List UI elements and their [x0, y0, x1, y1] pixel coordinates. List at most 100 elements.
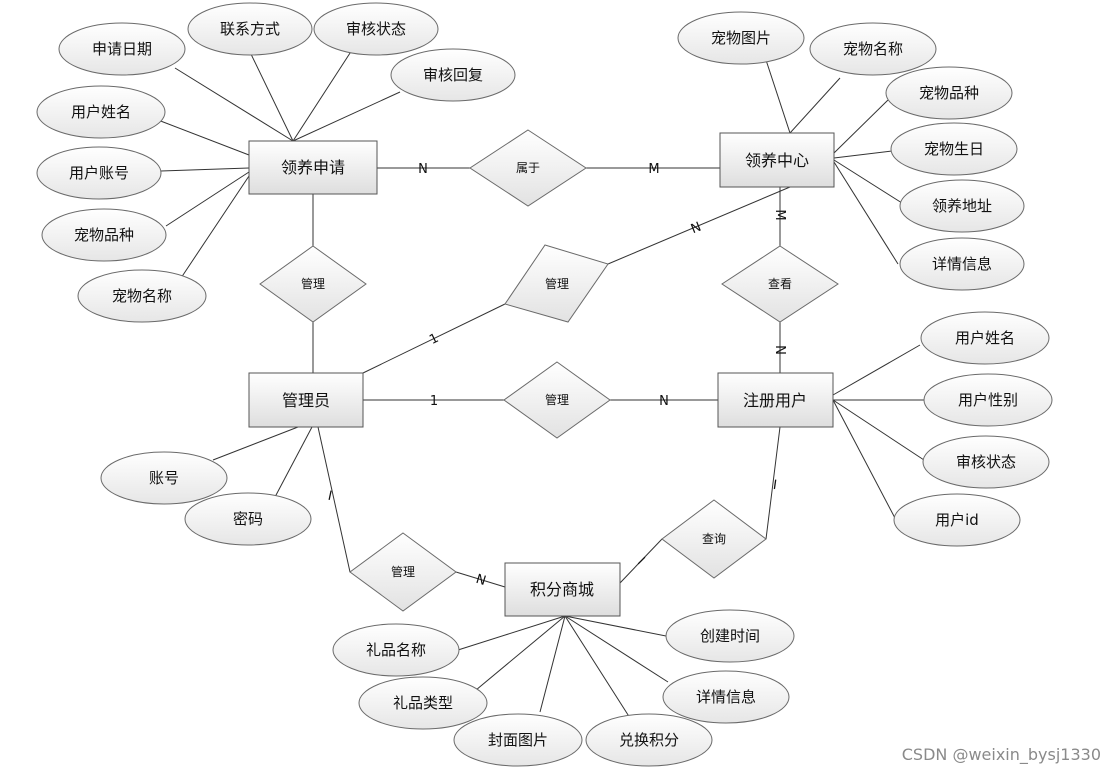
svg-text:宠物名称: 宠物名称	[112, 287, 172, 305]
relationship-view: 查看	[721, 245, 839, 323]
relationship-manage-center: 管理	[504, 244, 609, 323]
attr-user-gender: 用户性别	[923, 373, 1053, 427]
attr-mall-exchange-points: 兑换积分	[585, 713, 713, 767]
entity-label: 积分商城	[530, 580, 594, 599]
relationship-manage-mall: 管理	[349, 532, 457, 612]
cardinality-user-query: I	[772, 478, 778, 493]
edge-mall-detail	[564, 615, 669, 683]
cardinality-application-belongs: N	[418, 162, 428, 177]
svg-text:用户姓名: 用户姓名	[955, 329, 1015, 347]
attr-mall-detail: 详情信息	[662, 670, 790, 724]
svg-text:用户账号: 用户账号	[69, 164, 129, 182]
svg-text:宠物品种: 宠物品种	[74, 226, 134, 244]
attr-admin-password: 密码	[184, 492, 312, 546]
edge-mall-cover	[539, 615, 566, 713]
svg-text:宠物名称: 宠物名称	[843, 40, 903, 58]
edge-admin-manage-mall	[317, 426, 351, 573]
relationship-label: 属于	[516, 161, 540, 175]
entity-label: 领养中心	[745, 151, 809, 170]
svg-text:审核回复: 审核回复	[423, 66, 483, 84]
edge-admin-manage-center	[362, 303, 506, 374]
edge-user-status	[832, 399, 925, 461]
edge-center-petname	[789, 77, 841, 134]
relationship-label: 查看	[768, 277, 792, 291]
edge-center-address	[833, 159, 903, 204]
svg-text:账号: 账号	[149, 469, 179, 487]
svg-text:审核状态: 审核状态	[956, 453, 1016, 471]
svg-text:详情信息: 详情信息	[696, 688, 756, 706]
entity-admin: 管理员	[248, 372, 364, 428]
attr-admin-account: 账号	[100, 451, 228, 505]
attr-mall-gift-name: 礼品名称	[332, 623, 460, 677]
edge-mall-created	[564, 615, 667, 637]
attr-center-pet-name: 宠物名称	[809, 22, 937, 76]
cardinality-user-admin: N	[659, 394, 669, 409]
edge-app-date	[174, 67, 294, 142]
attr-application-user-account: 用户账号	[36, 146, 162, 200]
attr-center-adoption-address: 领养地址	[899, 179, 1025, 233]
relationship-label: 查询	[702, 532, 726, 546]
entity-label: 领养申请	[281, 158, 345, 177]
svg-text:封面图片: 封面图片	[488, 731, 548, 749]
watermark: CSDN @weixin_bysj1330	[901, 745, 1101, 764]
edge-center-detail	[833, 161, 899, 265]
cardinality-center-admin: N	[689, 220, 704, 238]
entity-adoption-center: 领养中心	[719, 132, 835, 188]
relationship-label: 管理	[301, 276, 325, 291]
relationship-label: 管理	[545, 276, 569, 291]
relationship-manage-user: 管理	[503, 361, 611, 439]
svg-text:用户性别: 用户性别	[958, 391, 1018, 409]
entity-points-mall: 积分商城	[504, 562, 621, 617]
edge-app-petname	[180, 175, 250, 279]
svg-text:审核状态: 审核状态	[346, 20, 406, 38]
edge-app-reply	[292, 91, 401, 142]
attr-application-pet-name: 宠物名称	[77, 269, 207, 323]
edge-app-breed	[165, 171, 250, 227]
relationship-label: 管理	[545, 392, 569, 407]
attr-user-name: 用户姓名	[920, 311, 1050, 365]
edge-admin-account	[212, 426, 299, 461]
svg-text:宠物图片: 宠物图片	[711, 29, 771, 47]
attr-user-id: 用户id	[893, 493, 1021, 547]
edge-user-id	[832, 399, 897, 521]
attr-mall-created-time: 创建时间	[665, 609, 795, 663]
cardinality-admin-center: 1	[427, 331, 441, 348]
entity-label: 注册用户	[743, 391, 807, 410]
edge-query-user	[765, 426, 781, 540]
edge-mall-name	[457, 615, 566, 651]
attr-user-review-status: 审核状态	[922, 435, 1050, 489]
edge-center-image	[765, 59, 791, 134]
svg-text:申请日期: 申请日期	[92, 40, 152, 58]
connector-lines	[157, 49, 925, 719]
attr-application-pet-breed: 宠物品种	[41, 208, 167, 262]
svg-text:宠物品种: 宠物品种	[919, 84, 979, 102]
edge-mall-type	[469, 615, 566, 696]
attr-mall-cover-image: 封面图片	[453, 713, 583, 767]
attr-application-date: 申请日期	[58, 22, 186, 76]
edge-manage-center	[607, 186, 791, 265]
cardinality-center-belongs: M	[648, 162, 659, 177]
relationship-belongs-to: 属于	[469, 129, 587, 207]
cardinality-admin-user: 1	[430, 394, 438, 409]
entity-registered-user: 注册用户	[717, 372, 834, 428]
edge-center-breed	[833, 99, 889, 154]
svg-text:兑换积分: 兑换积分	[619, 731, 679, 749]
svg-text:礼品名称: 礼品名称	[366, 641, 426, 659]
svg-text:用户姓名: 用户姓名	[71, 103, 131, 121]
edge-center-birthday	[833, 150, 893, 159]
edge-manage-mall	[455, 571, 506, 588]
attr-application-review-reply: 审核回复	[390, 48, 516, 102]
svg-text:密码: 密码	[233, 510, 263, 528]
edge-app-username	[157, 119, 250, 156]
edge-app-contact	[249, 51, 294, 142]
attr-center-detail: 详情信息	[899, 237, 1025, 291]
cardinality-user-view: N	[772, 345, 787, 355]
edge-admin-password	[274, 426, 313, 498]
edge-app-status	[292, 49, 353, 142]
attr-application-review-status: 审核状态	[313, 2, 439, 56]
edge-app-account	[160, 167, 250, 172]
attr-application-user-name: 用户姓名	[36, 85, 166, 139]
entity-label: 管理员	[282, 391, 330, 410]
